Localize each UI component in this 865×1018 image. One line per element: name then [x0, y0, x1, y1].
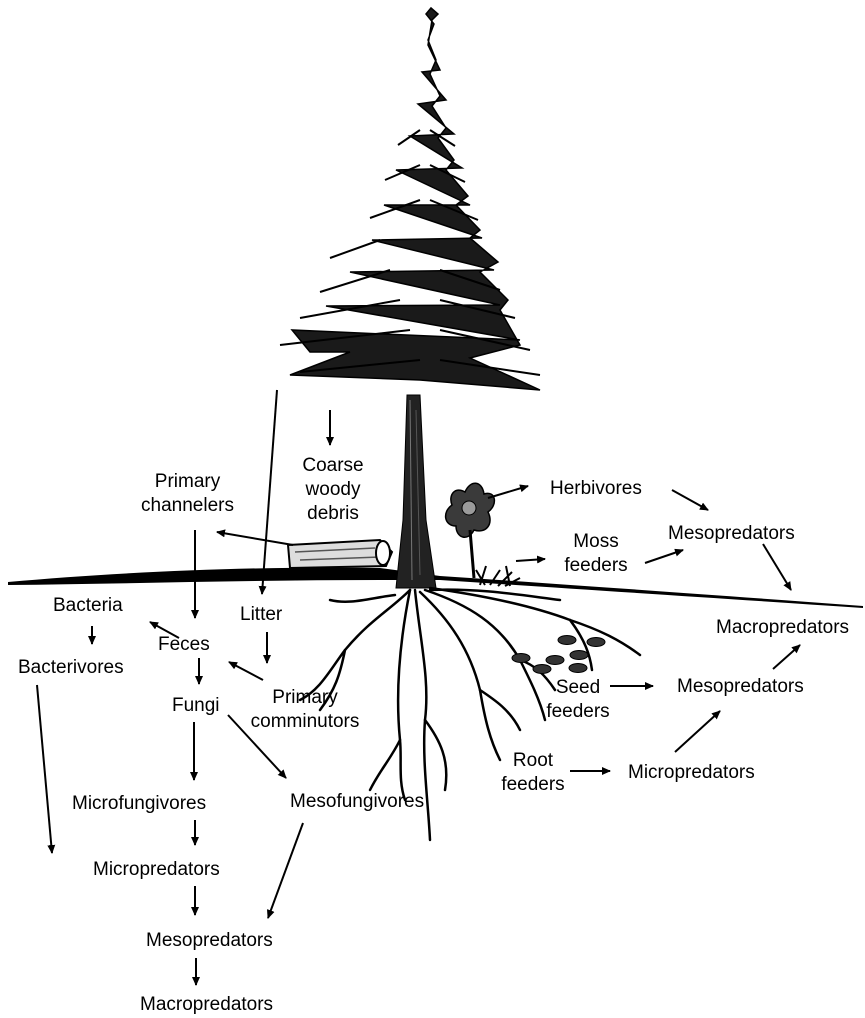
arrow-mesopredators-right-to-macropredators [773, 645, 800, 669]
label-moss-feeders: Moss feeders [557, 530, 635, 578]
label-primary-channelers: Primary channelers [125, 470, 250, 518]
arrow-micropredators-to-mesopredators-right [675, 711, 720, 752]
arrow-mesopredators-to-macropredators-right [763, 544, 791, 590]
label-feces: Feces [158, 633, 210, 657]
label-bacteria: Bacteria [53, 594, 123, 618]
arrow-mesofungivores-to-mesopredators [268, 823, 303, 918]
label-mesofungivores: Mesofungivores [290, 790, 424, 814]
label-mesopredators-bottom: Mesopredators [146, 929, 273, 953]
arrow-moss-feeders-to-mesopredators [645, 550, 683, 563]
arrow-herbivores-to-mesopredators [672, 490, 708, 510]
label-macropredators-bottom: Macropredators [140, 993, 273, 1017]
label-mesopredators-top: Mesopredators [668, 522, 795, 546]
label-litter: Litter [240, 603, 282, 627]
arrow-flower-to-herbivores [488, 486, 528, 498]
label-coarse-woody-debris: Coarse woody debris [293, 454, 373, 526]
arrow-tree-to-litter [262, 390, 277, 594]
label-root-feeders: Root feeders [493, 749, 573, 797]
arrow-log-to-primary-channelers [217, 532, 293, 545]
label-micropredators-left: Micropredators [93, 858, 220, 882]
label-microfungivores: Microfungivores [72, 792, 206, 816]
log-illustration [288, 540, 392, 568]
arrow-primary-comminutors-to-feces [229, 662, 263, 680]
arrow-bacterivores-to-lower-left [37, 685, 52, 853]
label-seed-feeders: Seed feeders [538, 676, 618, 724]
label-macropredators-right: Macropredators [716, 616, 849, 640]
arrow-moss-to-moss-feeders [516, 559, 545, 561]
label-micropredators-right: Micropredators [628, 761, 755, 785]
label-mesopredators-right: Mesopredators [677, 675, 804, 699]
label-fungi: Fungi [172, 694, 220, 718]
label-herbivores: Herbivores [550, 477, 642, 501]
label-bacterivores: Bacterivores [18, 656, 124, 680]
flower-illustration [446, 483, 495, 578]
label-primary-comminutors: Primary comminutors [240, 686, 370, 734]
